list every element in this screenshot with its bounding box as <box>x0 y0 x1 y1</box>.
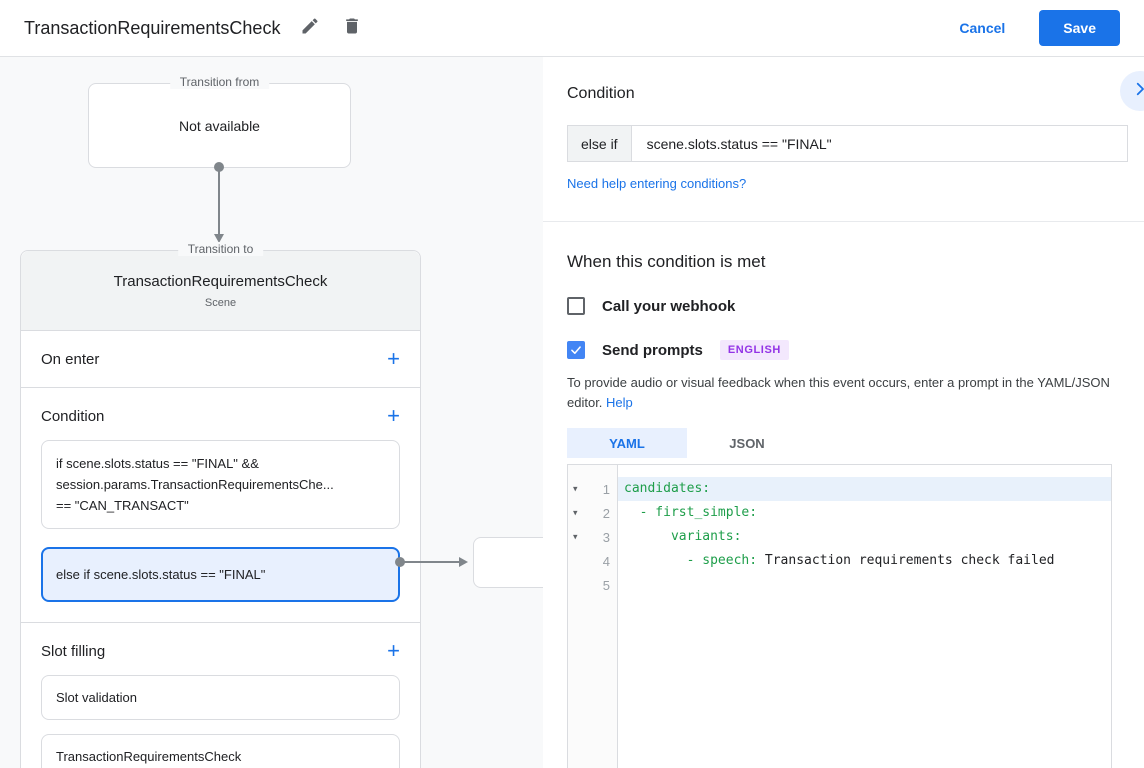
line-number: 5 <box>602 577 610 593</box>
top-bar: TransactionRequirementsCheck Cancel Save <box>0 0 1144 57</box>
line-number: 4 <box>602 553 610 569</box>
scene-name: TransactionRequirementsCheck <box>113 273 328 290</box>
cancel-button[interactable]: Cancel <box>959 20 1006 36</box>
transition-from-value: Not available <box>179 117 260 134</box>
transition-destination-box[interactable] <box>473 537 543 588</box>
editor-gutter-row: ▾3 <box>568 525 617 549</box>
code-token-plain <box>624 529 671 544</box>
conditions-help-link[interactable]: Need help entering conditions? <box>567 176 747 191</box>
code-line[interactable]: variants: <box>618 525 1111 549</box>
arrow-down-icon <box>214 234 224 243</box>
prompts-description-text: To provide audio or visual feedback when… <box>567 375 1110 410</box>
line-number: 3 <box>602 529 610 545</box>
transition-to-label: Transition to <box>177 242 264 256</box>
line-number: 2 <box>602 505 610 521</box>
condition-item-line: else if scene.slots.status == "FINAL" <box>56 567 266 582</box>
fold-toggle-icon[interactable]: ▾ <box>573 507 578 518</box>
editor-code-area[interactable]: candidates: - first_simple: variants: - … <box>618 465 1111 768</box>
transition-from-box[interactable]: Transition from Not available <box>88 75 351 168</box>
add-condition-button[interactable]: + <box>387 403 400 428</box>
arrow-right-icon <box>459 557 468 567</box>
condition-expression-input[interactable]: else if scene.slots.status == "FINAL" <box>567 125 1128 162</box>
language-badge: ENGLISH <box>719 340 789 360</box>
code-token-key: - speech: <box>686 553 758 568</box>
add-on-enter-button[interactable]: + <box>387 346 400 371</box>
line-number: 1 <box>602 481 610 497</box>
editor-format-tabs: YAML JSON <box>567 428 1128 458</box>
send-prompts-label: Send prompts <box>602 341 703 359</box>
transition-from-label: Transition from <box>169 75 270 89</box>
condition-section-label: Condition <box>41 407 105 425</box>
trash-icon <box>342 16 362 41</box>
code-token-key: - first_simple: <box>639 505 758 520</box>
panel-condition-heading: Condition <box>567 85 635 102</box>
code-token-plain <box>624 505 640 520</box>
condition-item-line: == "CAN_TRANSACT" <box>56 498 189 513</box>
condition-editor-panel: Condition else if scene.slots.status == … <box>543 57 1144 768</box>
when-met-section: When this condition is met Call your web… <box>543 222 1144 768</box>
add-slot-button[interactable]: + <box>387 638 400 663</box>
chevron-right-icon <box>1131 80 1144 103</box>
scene-flow-canvas: Transition from Not available Transition… <box>0 57 543 768</box>
editor-gutter-row: ▾1 <box>568 477 617 501</box>
prompts-description: To provide audio or visual feedback when… <box>567 373 1128 413</box>
condition-header-section: Condition else if scene.slots.status == … <box>543 57 1144 222</box>
condition-item-selected[interactable]: else if scene.slots.status == "FINAL" <box>41 547 400 602</box>
condition-section: Condition + if scene.slots.status == "FI… <box>21 388 420 623</box>
code-line[interactable]: - first_simple: <box>618 501 1111 525</box>
code-line[interactable]: - speech: Transaction requirements check… <box>618 549 1111 573</box>
tab-json[interactable]: JSON <box>729 435 765 451</box>
tab-yaml[interactable]: YAML <box>567 428 687 458</box>
on-enter-section: On enter + <box>21 331 420 388</box>
editor-gutter-row: 5 <box>568 573 617 597</box>
call-webhook-checkbox[interactable] <box>567 297 585 315</box>
edit-scene-button[interactable] <box>298 16 322 40</box>
on-enter-label: On enter <box>41 350 100 368</box>
slot-filling-item[interactable]: Slot validation <box>41 675 400 720</box>
scene-type: Scene <box>204 297 237 309</box>
send-prompts-row: Send prompts ENGLISH <box>567 340 1128 360</box>
code-token-key: variants: <box>670 529 742 544</box>
collapse-panel-button[interactable] <box>1120 71 1144 111</box>
pencil-icon <box>300 16 320 41</box>
save-button[interactable]: Save <box>1039 10 1120 46</box>
connector-line <box>400 561 460 563</box>
condition-item-line: session.params.TransactionRequirementsCh… <box>56 477 334 492</box>
condition-prefix: else if <box>568 126 632 161</box>
code-token-plain <box>624 553 687 568</box>
send-prompts-checkbox[interactable] <box>567 341 585 359</box>
code-line-active[interactable]: candidates: <box>618 477 1111 501</box>
when-met-heading: When this condition is met <box>567 252 766 271</box>
condition-item[interactable]: if scene.slots.status == "FINAL" && sessi… <box>41 440 400 529</box>
call-webhook-label: Call your webhook <box>602 297 736 315</box>
code-token-key: candidates: <box>624 481 711 496</box>
editor-gutter-row: 4 <box>568 549 617 573</box>
slot-filling-label: Slot filling <box>41 642 106 660</box>
editor-gutter-row: ▾2 <box>568 501 617 525</box>
condition-expression-value[interactable]: scene.slots.status == "FINAL" <box>646 135 832 152</box>
scene-card-header[interactable]: TransactionRequirementsCheck Scene <box>21 251 420 331</box>
webhook-row: Call your webhook <box>567 297 1128 315</box>
page-title: TransactionRequirementsCheck <box>24 17 281 38</box>
fold-toggle-icon[interactable]: ▾ <box>573 531 578 542</box>
prompts-help-link[interactable]: Help <box>606 395 633 410</box>
code-token-value: Transaction requirements check failed <box>757 553 1055 568</box>
connector-line <box>218 167 220 235</box>
slot-filling-item[interactable]: TransactionRequirementsCheck <box>41 734 400 768</box>
fold-toggle-icon[interactable]: ▾ <box>573 483 578 494</box>
delete-scene-button[interactable] <box>340 16 364 40</box>
transition-to-card: Transition to TransactionRequirementsChe… <box>20 242 421 768</box>
condition-item-line: if scene.slots.status == "FINAL" && <box>56 456 259 471</box>
code-line[interactable] <box>618 573 1111 597</box>
checkmark-icon <box>569 343 583 357</box>
